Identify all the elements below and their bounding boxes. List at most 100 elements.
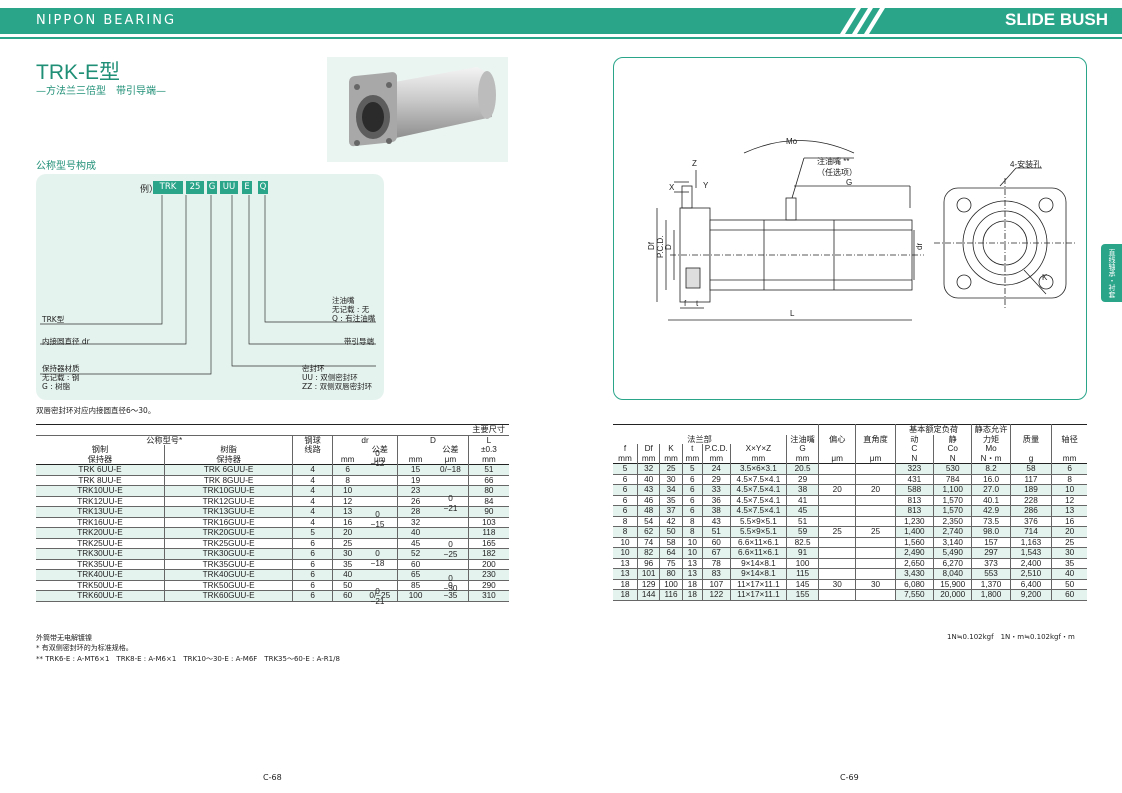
table-cell: 553	[971, 568, 1011, 579]
table-cell: 376	[1009, 516, 1052, 527]
unit-um: μm	[444, 454, 457, 464]
table-cell: 38	[786, 484, 819, 495]
table-cell: 323	[894, 463, 934, 474]
rows-header: 线路	[292, 445, 333, 455]
product-photo	[327, 57, 508, 162]
table-cell	[433, 528, 468, 539]
drawing-svg: Mo 注油嘴 ** （任选项） G 4-安装孔 L f t K Df P.C.D…	[647, 137, 1076, 321]
table-cell: 43	[701, 516, 731, 527]
table-cell: 4	[292, 517, 333, 528]
table-cell: 3,140	[933, 537, 972, 548]
table-cell: 52	[397, 548, 433, 559]
table-cell: TRK12GUU-E	[163, 496, 293, 507]
material-none: 无记载 : 钢	[42, 373, 80, 382]
perp-cell	[855, 495, 896, 506]
perp-header: 直角度	[855, 434, 896, 444]
table-cell: 4	[292, 475, 333, 486]
table-cell: 228	[1009, 495, 1052, 506]
perp-cell	[855, 516, 896, 527]
table-cell: 9,200	[1009, 589, 1052, 600]
table-cell: 27.0	[971, 484, 1011, 495]
table-cell: 4.5×7.5×4.1	[729, 505, 787, 516]
table-cell: 9×14×8.1	[729, 568, 787, 579]
product-title: TRK-E型	[36, 61, 120, 84]
table-cell: 0	[448, 580, 453, 590]
unit-mm: mm	[1051, 453, 1087, 464]
table-cell: 42	[659, 516, 683, 527]
unit-N: N	[933, 453, 972, 464]
dim-Z: Z	[692, 159, 697, 168]
left-spec-table: 主要尺寸 公称型号* 钢球 dr D L 钢制 树脂 线路 公差 公差 ±0.3…	[36, 424, 509, 602]
perp-cell	[855, 474, 896, 485]
table-cell: 230	[467, 569, 509, 580]
table-cell: 101	[636, 568, 660, 579]
table-cell: 1,570	[933, 505, 972, 516]
code-seg-oil: Q	[258, 181, 268, 194]
code-leader-lines	[40, 195, 376, 375]
table-cell: 20.5	[786, 463, 819, 474]
table-cell: 18	[620, 590, 630, 599]
table-cell: 85	[397, 580, 433, 591]
dim-Df: Df	[647, 241, 656, 250]
table-cell: 25	[659, 463, 683, 474]
table-cell: 80	[659, 568, 683, 579]
trk-label: TRK型	[42, 315, 65, 324]
C-header: C	[894, 444, 934, 454]
table-cell: TRK16GUU-E	[163, 517, 293, 528]
unit-mm: mm	[701, 453, 731, 464]
table-cell: 12	[1051, 495, 1087, 506]
ecc-cell	[818, 568, 856, 579]
table-cell: 6	[681, 495, 703, 506]
material-label: 保持器材质	[42, 364, 80, 373]
table-cell: 5	[681, 463, 703, 474]
table-cell: 13	[681, 558, 703, 569]
dim-pcd: P.C.D.	[656, 235, 665, 258]
table-cell: TRK35GUU-E	[163, 559, 293, 570]
table-cell: 4.5×7.5×4.1	[729, 474, 787, 485]
table-cell: TRK16UU-E	[77, 517, 123, 527]
table-cell: 38	[701, 505, 731, 516]
table-cell: TRK20GUU-E	[163, 527, 293, 538]
table-cell: TRK30GUU-E	[163, 548, 293, 559]
table-cell: 13	[620, 558, 630, 568]
holder-header: 保持器	[163, 454, 293, 465]
table-cell: 6	[292, 580, 333, 591]
perp-cell	[855, 537, 896, 548]
table-cell: 40	[636, 474, 660, 485]
G-header: G	[786, 444, 819, 454]
table-cell: 24	[701, 463, 731, 474]
table-cell: TRK30UU-E	[77, 549, 123, 558]
side-tab: 直线轴承・衬套	[1101, 244, 1122, 302]
table-cell: 96	[636, 558, 660, 569]
table-cell: 98.0	[971, 526, 1011, 537]
table-cell: 60	[331, 590, 363, 601]
table-cell: 13	[1051, 505, 1087, 516]
table-cell: 100	[786, 558, 819, 569]
table-cell: 117	[1009, 474, 1052, 485]
unit-um: μm	[855, 453, 896, 464]
table-cell: 6	[292, 548, 333, 559]
perp-cell	[855, 568, 896, 579]
table-cell: TRK12UU-E	[77, 496, 123, 506]
table-cell: 10	[1051, 484, 1087, 495]
example-label: 例）	[140, 185, 159, 195]
brand-name: NIPPON BEARING	[36, 13, 177, 28]
table-cell: 6	[1051, 463, 1087, 474]
dr-label: 内接圆直径 dr	[42, 337, 90, 346]
table-cell: 13	[331, 506, 363, 517]
table-cell: 50	[1051, 579, 1087, 590]
table-cell: 25	[331, 538, 363, 549]
table-cell: 60	[1051, 589, 1087, 600]
holder-header: 保持器	[87, 454, 113, 464]
table-cell: 32	[636, 463, 660, 474]
table-cell: 2,350	[933, 516, 972, 527]
table-cell: 16	[1051, 516, 1087, 527]
table-cell: 45	[786, 505, 819, 516]
